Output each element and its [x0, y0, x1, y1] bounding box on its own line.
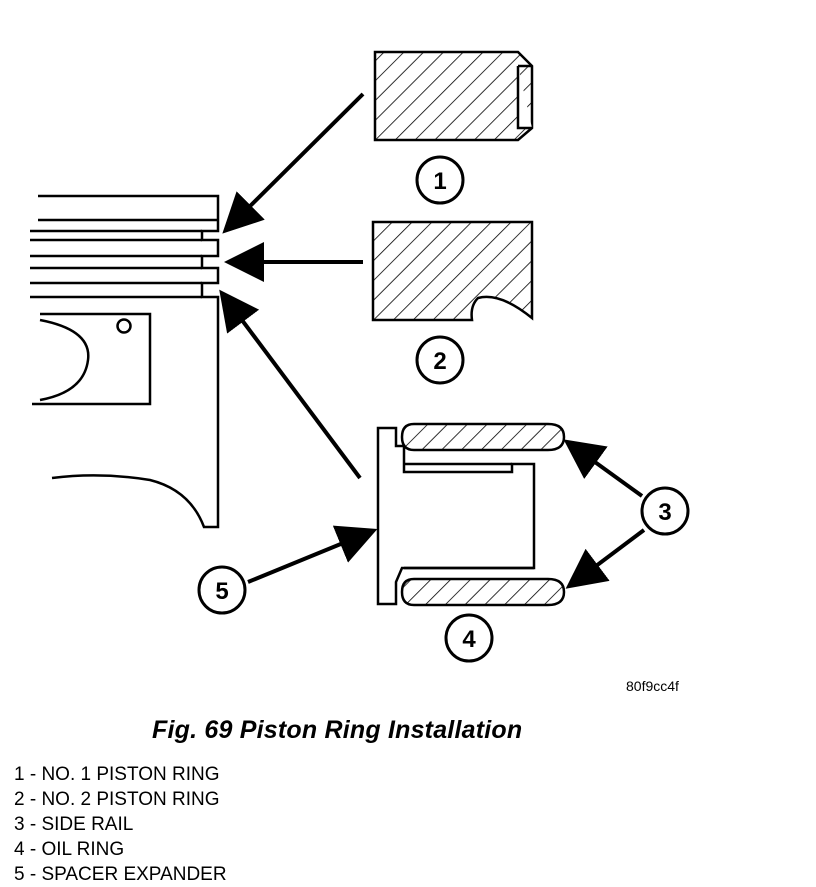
piston-ring-diagram: 1 2 3 4 5: [30, 50, 690, 663]
legend-item: 4 - OIL RING: [14, 839, 125, 860]
arrow-spacer: [247, 525, 378, 584]
spacer-expander: [376, 426, 536, 606]
callout-2: 2: [415, 335, 465, 385]
svg-text:5: 5: [215, 578, 228, 605]
legend-item: 1 - NO. 1 PISTON RING: [14, 764, 220, 785]
arrow-ring1: [222, 92, 365, 234]
leader-arrows: [219, 92, 646, 589]
svg-text:3: 3: [658, 499, 671, 526]
side-rail-top: [400, 422, 566, 452]
legend: 1 - NO. 1 PISTON RING 2 - NO. 2 PISTON R…: [14, 762, 227, 887]
svg-text:2: 2: [433, 348, 446, 375]
side-rail-bottom: [400, 577, 566, 607]
legend-item: 3 - SIDE RAIL: [14, 814, 134, 835]
callout-3: 3: [640, 486, 690, 536]
svg-text:1: 1: [433, 168, 446, 195]
figure-caption: Fig. 69 Piston Ring Installation: [152, 716, 523, 744]
callout-4: 4: [444, 613, 494, 663]
arrow-side-rail-bottom: [565, 528, 646, 589]
svg-text:4: 4: [462, 626, 476, 653]
callout-1: 1: [415, 155, 465, 205]
arrow-side-rail-top: [563, 439, 644, 498]
no1-piston-ring: [373, 50, 534, 142]
oil-ring-assembly: [376, 422, 566, 607]
figure-id: 80f9cc4f: [626, 678, 679, 694]
arrow-oil-ring: [219, 289, 362, 480]
no2-piston-ring: [371, 220, 534, 322]
legend-item: 5 - SPACER EXPANDER: [14, 864, 227, 885]
legend-item: 2 - NO. 2 PISTON RING: [14, 789, 220, 810]
piston: [30, 194, 220, 529]
callout-5: 5: [197, 565, 247, 615]
